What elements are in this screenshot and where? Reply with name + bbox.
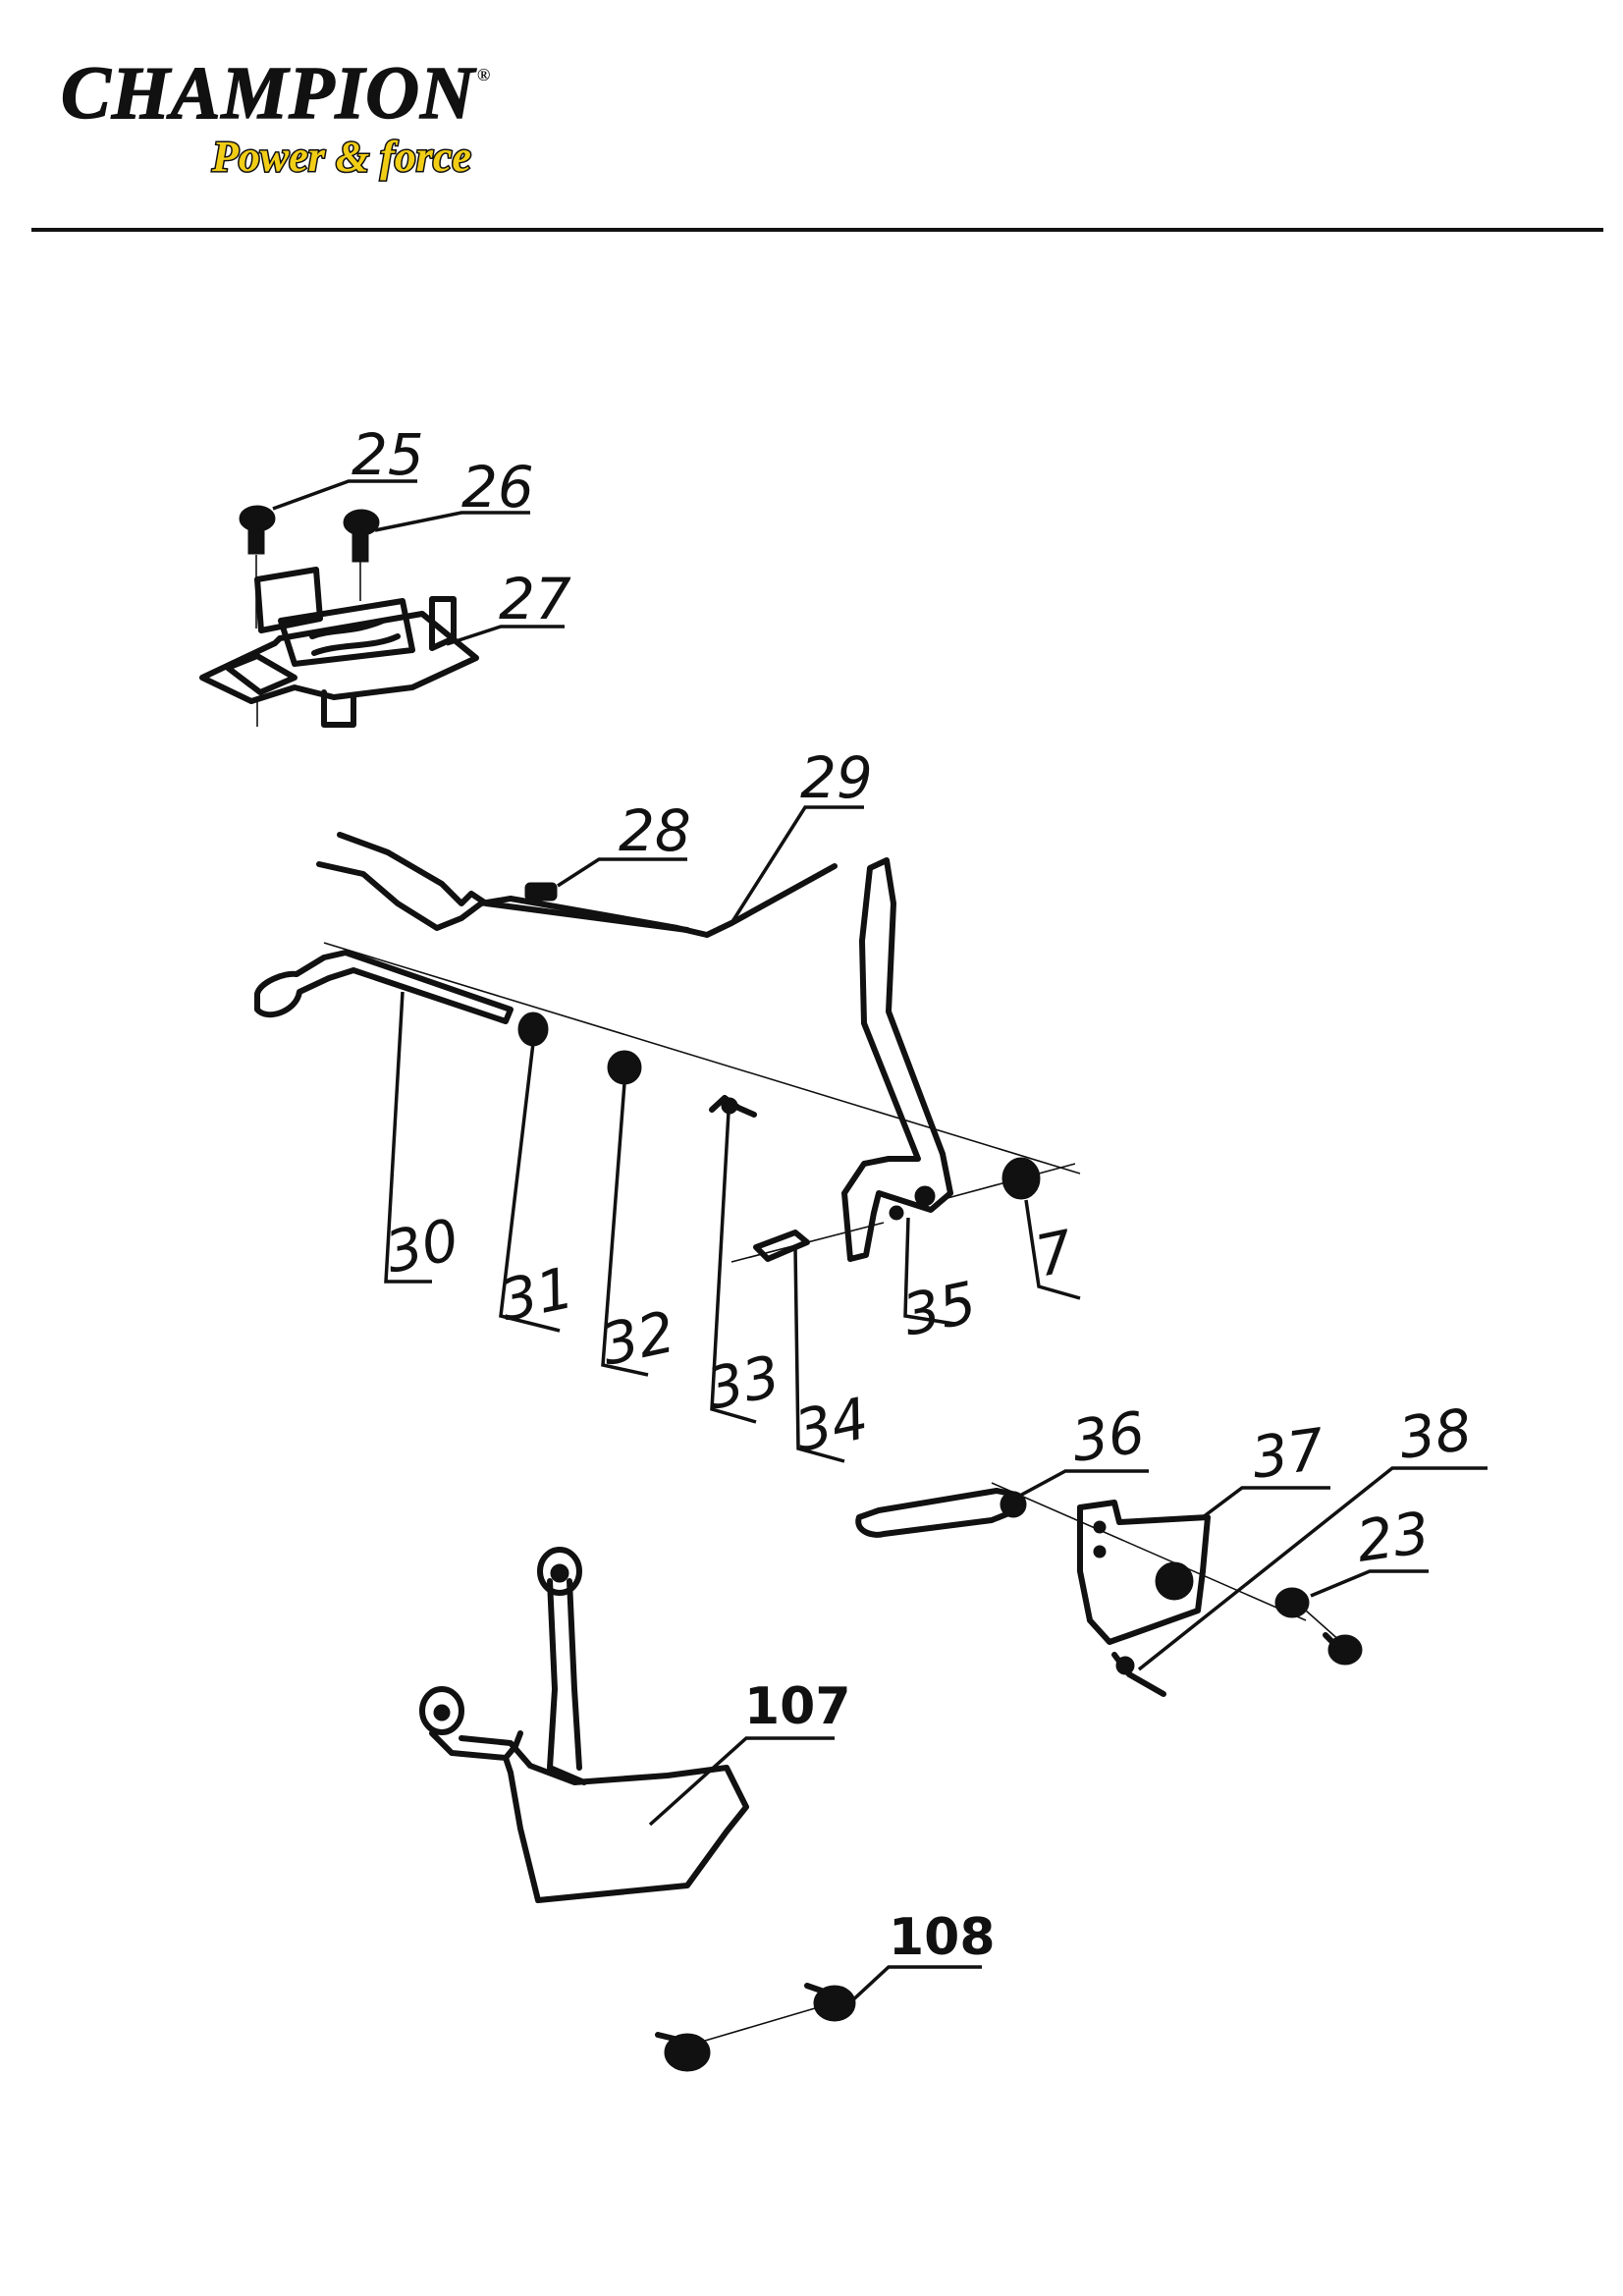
bolt-108-b	[804, 1983, 856, 2022]
callout-36: 36	[1067, 1398, 1149, 1475]
callout-31: 31	[495, 1254, 579, 1335]
logo-brand: CHAMPION®	[60, 51, 492, 137]
link-36	[855, 1488, 1027, 1538]
rod-28	[316, 832, 838, 938]
washer-32	[607, 1050, 642, 1085]
bracket-27	[199, 567, 479, 728]
callout-34: 34	[789, 1385, 874, 1465]
rod-assembly	[254, 805, 1081, 1284]
callout-38: 38	[1394, 1395, 1476, 1472]
axis-small-parts	[499, 1011, 885, 1463]
logo-brand-text: CHAMPION	[60, 51, 475, 136]
callout-37: 37	[1247, 1415, 1328, 1492]
callout-107: 107	[744, 1677, 851, 1736]
callout-108: 108	[889, 1908, 996, 1967]
logo-tagline: Power & force	[211, 132, 473, 183]
callout-30: 30	[380, 1206, 464, 1286]
callout-28: 28	[619, 797, 691, 864]
callout-25: 25	[352, 421, 424, 488]
screw-25	[239, 505, 276, 555]
callout-29: 29	[800, 744, 873, 811]
registered-mark: ®	[476, 65, 492, 84]
lever-assembly	[841, 857, 1081, 1326]
champion-logo: CHAMPION® Power & force	[60, 51, 571, 198]
plate-37	[1077, 1500, 1211, 1645]
pin-38	[1111, 1652, 1166, 1697]
washer-31	[517, 1011, 549, 1047]
header-rule	[31, 228, 1603, 232]
clip-33	[709, 1095, 757, 1118]
lever-35	[841, 857, 953, 1262]
rod-30	[254, 950, 514, 1024]
bolts-108	[655, 1983, 856, 2072]
callout-35: 35	[897, 1269, 982, 1349]
pin-34	[730, 1222, 885, 1263]
bolt-23	[1323, 1632, 1363, 1666]
bracket-assembly	[199, 479, 565, 728]
callout-26: 26	[461, 454, 534, 520]
callout-23: 23	[1352, 1499, 1434, 1575]
callout-27: 27	[499, 566, 571, 632]
bolt-108-a	[655, 2032, 711, 2072]
callout-33: 33	[701, 1342, 785, 1423]
screw-26	[343, 509, 380, 563]
mounting-bracket-107	[419, 1547, 749, 1903]
callout-32: 32	[596, 1298, 680, 1379]
washer-23	[1274, 1587, 1310, 1618]
plate-assembly	[855, 1466, 1488, 1697]
